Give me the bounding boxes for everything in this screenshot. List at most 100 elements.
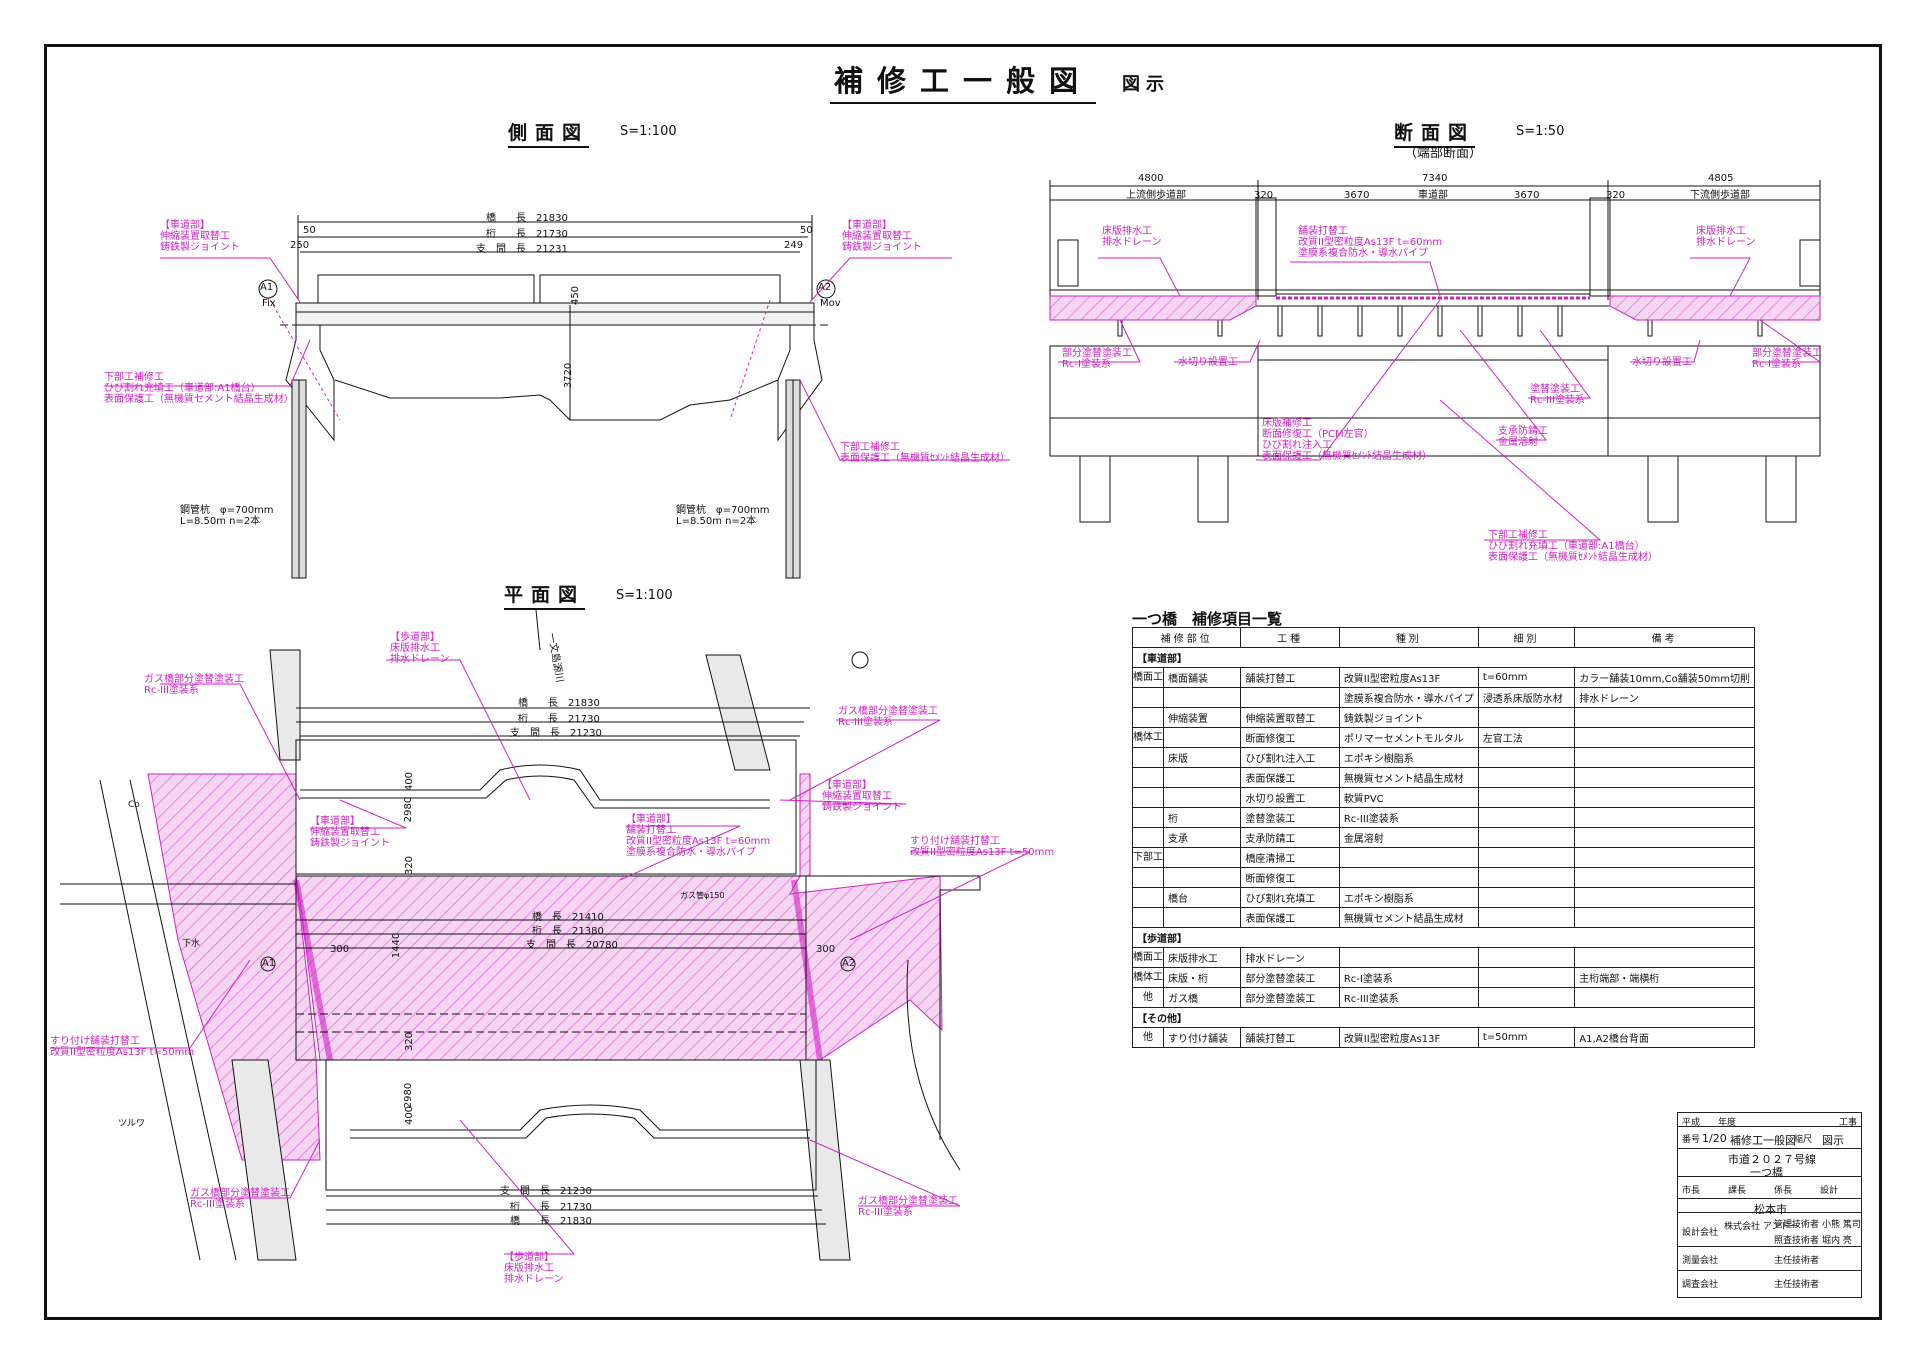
plan-dim-top-span: 支 間 長 21230	[510, 728, 602, 739]
cell-g2	[1162, 727, 1242, 748]
abutment-a1	[285, 303, 335, 442]
cell-g1: 橋面工	[1132, 947, 1164, 968]
tb-chief-name: 小熊 篤司	[1822, 1220, 1861, 1230]
side-view-markup	[104, 257, 1010, 461]
wall-bl	[231, 1059, 297, 1261]
curb-right	[1589, 197, 1611, 297]
curb-left	[1255, 197, 1277, 297]
sec-dim-320-right: 320	[1606, 190, 1626, 201]
cell-work: 排水ドレーン	[1240, 947, 1340, 968]
sec-label-center: 車道部	[1418, 190, 1448, 201]
cell-work: 舗装打替工	[1240, 667, 1340, 688]
note-plan-walk-drain-top: 【歩道部】床版排水工排水ドレーン	[390, 632, 450, 665]
table-row: 橋面工床版排水工排水ドレーン	[1132, 947, 1755, 968]
col-header-note: 備考	[1574, 627, 1755, 648]
table-row: 表面保護工無機質セメント結晶生成材	[1132, 767, 1755, 788]
a2-label: A2	[818, 282, 832, 293]
table-row: 床版ひび割れ注入工エポキシ樹脂系	[1132, 747, 1755, 768]
cell-kind: 改質II型密粒度As13F	[1338, 667, 1479, 688]
cell-kind: 改質II型密粒度As13F	[1338, 1027, 1479, 1048]
cell-g1	[1132, 907, 1164, 928]
cell-g1	[1132, 787, 1164, 808]
col-header-kind: 種別	[1338, 627, 1479, 648]
sec-pile-3	[1647, 455, 1679, 523]
tb-drawing-name: 補修工一般図	[1730, 1134, 1796, 1147]
tb-sig-4: 設計	[1820, 1186, 1839, 1196]
cell-detail	[1477, 787, 1576, 808]
cell-detail: t=60mm	[1477, 667, 1576, 688]
cell-note	[1574, 787, 1755, 808]
cell-note	[1574, 947, 1755, 968]
table-row: 橋体工断面修復工ポリマーセメントモルタル左官工法	[1132, 727, 1755, 748]
sec-dim-3670-left: 3670	[1344, 190, 1370, 201]
plan-dim-bot-bridge: 橋 長 21830	[510, 1216, 592, 1227]
note-sec-drain-left: 床版排水工排水ドレーン	[1102, 226, 1162, 248]
cell-work: 舗装打替工	[1240, 1027, 1340, 1048]
cell-detail	[1477, 907, 1576, 928]
deck-girder	[295, 302, 815, 326]
cell-g2	[1162, 767, 1242, 788]
a1-label: A1	[260, 282, 274, 293]
plan-dim-top-bridge: 橋 長 21830	[518, 698, 600, 709]
cell-g2: 支承	[1162, 827, 1242, 848]
section-view-subtitle: （端部断面）	[1404, 146, 1483, 161]
cell-kind: Rc-III塗装系	[1338, 987, 1479, 1008]
cell-note	[1574, 767, 1755, 788]
cell-detail	[1477, 847, 1576, 868]
note-plan-joint-left: 【車道部】伸縮装置取替工鋳鉄製ジョイント	[310, 816, 390, 849]
col-header-detail: 細別	[1477, 627, 1576, 648]
label-downstream: 下水	[182, 939, 201, 949]
plan-dim-2980b: 2980	[403, 1082, 415, 1109]
plan-dim-mid-span: 支 間 長 20780	[526, 940, 618, 951]
sec-pile-1	[1079, 455, 1111, 523]
cell-g2	[1162, 787, 1242, 808]
sec-pile-4	[1765, 455, 1797, 523]
cell-work: 断面修復工	[1240, 867, 1340, 888]
note-side-joint-right: 【車道部】伸縮装置取替工鋳鉄製ジョイント	[842, 220, 922, 253]
sec-dim-left: 4800	[1138, 173, 1164, 184]
note-plan-approach-left: すり付け舗装打替工改質II型密粒度As13F t=50mm	[50, 1036, 195, 1058]
riverbed	[334, 379, 779, 421]
cell-g2: 橋面舗装	[1162, 667, 1242, 688]
cell-g2	[1162, 687, 1242, 708]
sec-label-left: 上流側歩道部	[1126, 190, 1186, 201]
cell-note: A1,A2橋台背面	[1574, 1027, 1755, 1048]
wall-br	[799, 1059, 851, 1261]
cell-work: 塗替塗装工	[1240, 807, 1340, 828]
plan-dim-bot-girder: 桁 長 21730	[510, 1202, 592, 1213]
cell-g1	[1132, 867, 1164, 888]
cell-detail: 浸透系床版防水材	[1477, 687, 1576, 708]
sec-dim-3670-right: 3670	[1514, 190, 1540, 201]
cell-note	[1574, 867, 1755, 888]
cell-detail	[1477, 807, 1576, 828]
drawing-subtitle: 図示	[1122, 74, 1170, 95]
cell-note	[1574, 747, 1755, 768]
side-dim-50-left: 50	[303, 225, 316, 236]
table-row: 塗膜系複合防水・導水パイプ浸透系床版防水材排水ドレーン	[1132, 687, 1755, 708]
table-row: 表面保護工無機質セメント結晶生成材	[1132, 907, 1755, 928]
section-view-scale: S=1:50	[1516, 124, 1565, 139]
wall-tl	[269, 649, 301, 761]
tb-check-name: 堀内 亮	[1822, 1236, 1852, 1246]
cell-detail: t=50mm	[1477, 1027, 1576, 1048]
title-block: 平成 年度 工事 番号 1/20 補修工一般図 縮尺 図示 市道２０２７号線 一…	[1677, 1112, 1862, 1298]
sidewalk-downstream	[325, 1059, 817, 1191]
cell-kind: 鋳鉄製ジョイント	[1338, 707, 1479, 728]
tb-sig-3: 係長	[1774, 1186, 1793, 1196]
col-header-work: 工種	[1240, 627, 1340, 648]
cell-work: 表面保護工	[1240, 767, 1340, 788]
abutment-body	[1049, 345, 1821, 457]
side-dim-450: 450	[570, 285, 582, 306]
cell-g2: 床版排水工	[1162, 947, 1242, 968]
cell-g2: 床版	[1162, 747, 1242, 768]
cell-kind: エポキシ樹脂系	[1338, 747, 1479, 768]
a1-marker	[258, 279, 278, 299]
cell-work: 断面修復工	[1240, 727, 1340, 748]
tb-design-co: 設計会社	[1682, 1228, 1719, 1238]
tb-company: 株式会社 アンドー	[1724, 1222, 1799, 1232]
